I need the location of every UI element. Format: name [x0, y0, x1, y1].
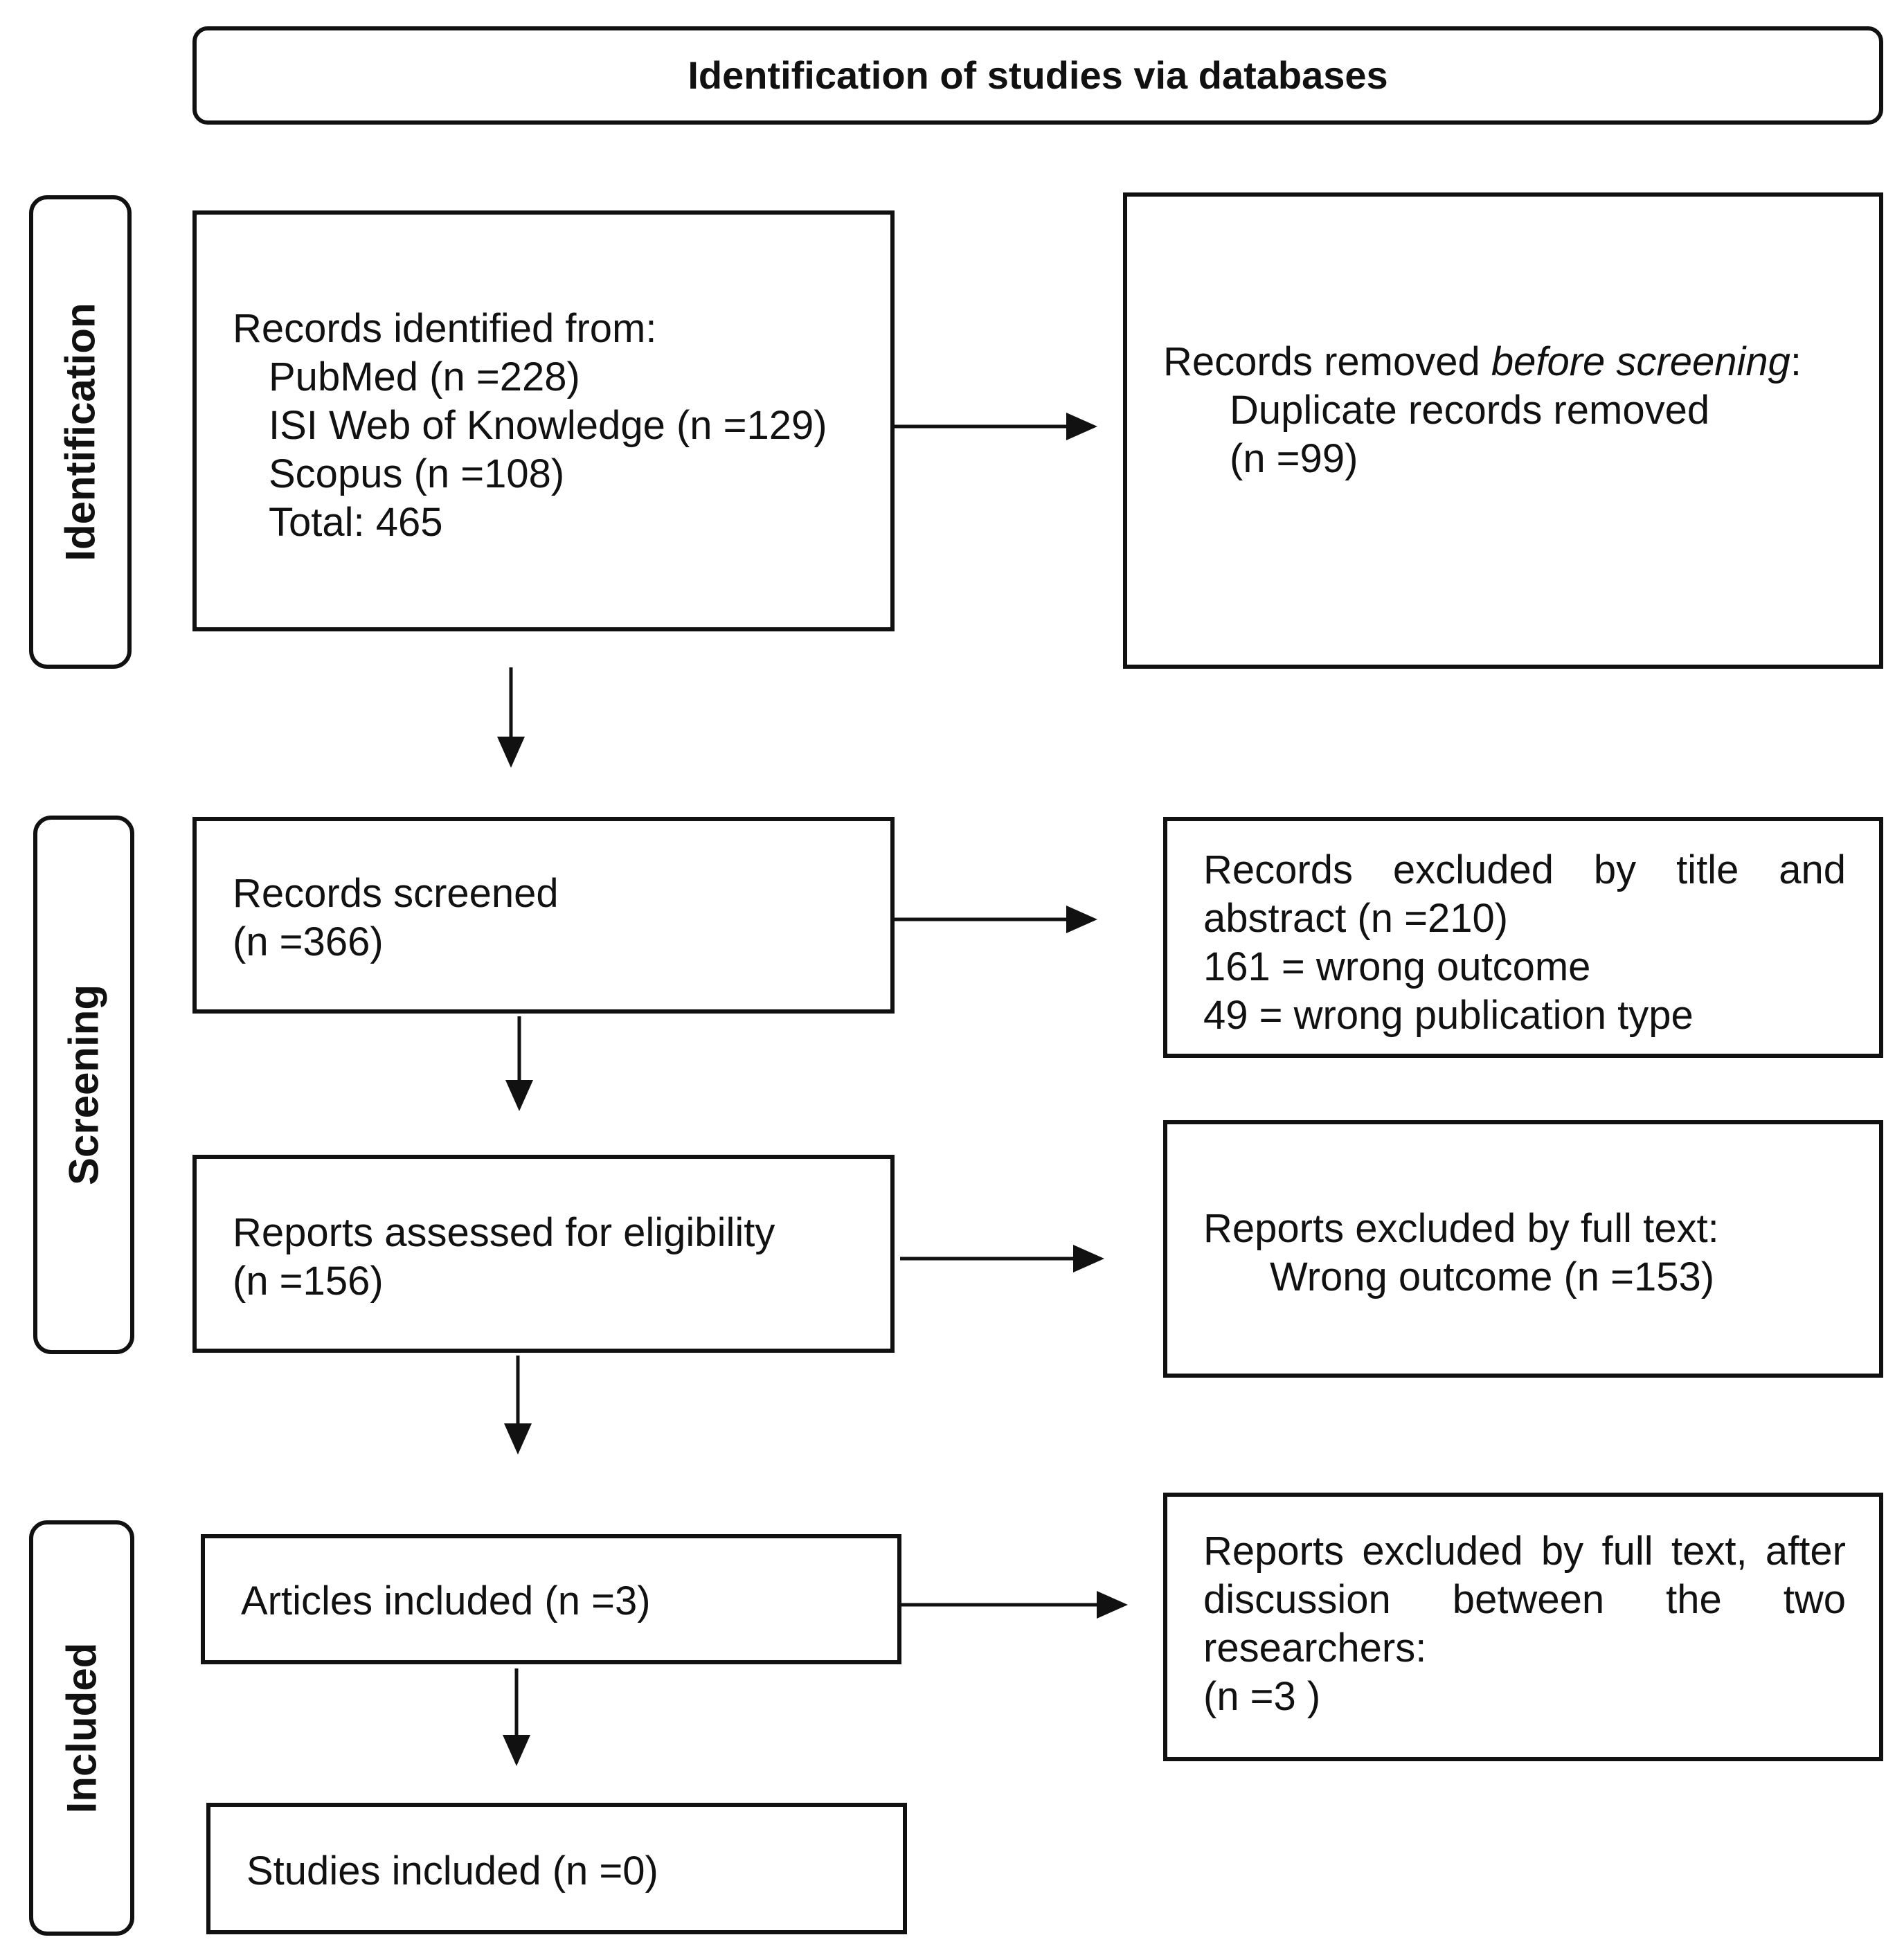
reports-excluded-fulltext-line1: Reports excluded by full text: — [1203, 1206, 1719, 1251]
records-removed-heading: Records removed before screening: — [1163, 338, 1802, 386]
records-identified-box: Records identified from: PubMed (n =228)… — [192, 210, 895, 631]
articles-included-line1: Articles included (n =3) — [241, 1578, 651, 1623]
records-removed-heading-prefix: Records removed — [1163, 339, 1491, 384]
records-screened-box: Records screened (n =366) — [192, 817, 895, 1014]
reports-excluded-discussion-line1: Reports excluded by full text, after dis… — [1203, 1529, 1846, 1671]
reports-excluded-discussion-line2: (n =3 ) — [1203, 1674, 1321, 1719]
header-box: Identification of studies via databases — [192, 26, 1883, 125]
stage-included: Included — [29, 1520, 134, 1936]
records-excluded-box: Records excluded by title and abstract (… — [1163, 817, 1883, 1058]
reports-excluded-fulltext-line2: Wrong outcome (n =153) — [1270, 1254, 1715, 1299]
records-removed-heading-suffix: : — [1790, 339, 1802, 384]
records-removed-line1: Duplicate records removed — [1230, 388, 1710, 433]
stage-screening: Screening — [33, 816, 134, 1354]
records-identified-heading: Records identified from: — [233, 306, 657, 351]
records-excluded-line2: 161 = wrong outcome — [1203, 944, 1591, 989]
records-identified-line: ISI Web of Knowledge (n =129) — [269, 403, 827, 448]
records-identified-line: Total: 465 — [269, 500, 443, 545]
reports-assessed-box: Reports assessed for eligibility (n =156… — [192, 1155, 895, 1353]
reports-excluded-discussion-box: Reports excluded by full text, after dis… — [1163, 1493, 1883, 1761]
header-title: Identification of studies via databases — [688, 53, 1388, 97]
records-excluded-line1: Records excluded by title and abstract (… — [1203, 847, 1846, 941]
articles-included-box: Articles included (n =3) — [201, 1534, 901, 1664]
reports-assessed-line1: Reports assessed for eligibility — [233, 1210, 775, 1255]
records-removed-line2: (n =99) — [1230, 436, 1358, 481]
records-screened-line2: (n =366) — [233, 919, 384, 964]
records-identified-line: Scopus (n =108) — [269, 451, 565, 496]
records-screened-line1: Records screened — [233, 871, 559, 916]
records-removed-heading-italic: before screening — [1491, 339, 1790, 384]
records-excluded-line3: 49 = wrong publication type — [1203, 993, 1694, 1038]
studies-included-box: Studies included (n =0) — [206, 1803, 907, 1934]
reports-excluded-fulltext-box: Reports excluded by full text: Wrong out… — [1163, 1120, 1883, 1378]
studies-included-line1: Studies included (n =0) — [246, 1848, 658, 1893]
stage-identification: Identification — [29, 195, 132, 669]
reports-assessed-line2: (n =156) — [233, 1259, 384, 1304]
records-removed-box: Records removed before screening: Duplic… — [1123, 192, 1883, 669]
records-identified-line: PubMed (n =228) — [269, 354, 580, 399]
